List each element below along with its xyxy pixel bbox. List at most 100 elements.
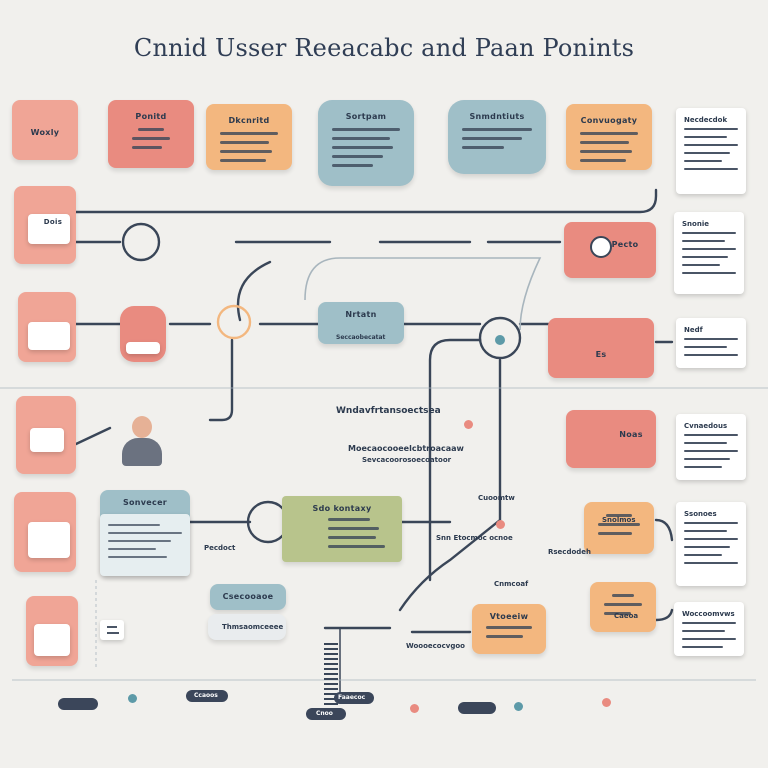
connector-right-2 [654,518,674,542]
node-sdo-kontaxy-label: Sdo kontaxy [312,504,372,513]
hanging-stack [324,640,338,710]
node-sonvecer-label: Sonvecer [122,498,168,507]
center-desc-1: Moecaocooeelcbtroacaaw [348,444,464,453]
annot-cuoomtw: Cuoomtw [478,494,515,502]
node-convuogaty-label: Convuogaty [580,116,638,125]
paper-ssonoes-label: Ssonoes [684,510,717,518]
node-sdo-kontaxy: Sdo kontaxy [282,496,402,562]
connector-ring-1 [121,222,161,262]
node-center-coral-card [126,342,160,354]
card-orange-1 [584,502,654,554]
bottom-dot-coral-1 [410,704,419,713]
node-dkcnritd-label: Dkcnritd [228,116,270,125]
connector-ring-3 [478,316,522,360]
node-sonvecer-card [100,514,190,576]
card-es-label: Es [595,350,607,359]
avatar [118,408,166,466]
node-left-3 [18,292,76,362]
node-ponitd-label: Ponitd [135,112,167,121]
orange-2-label: Snolmos [602,516,636,524]
node-thmsaomceeee-label: Thmsaomceeee [222,623,284,631]
paper-snonie: Snonie [674,212,744,294]
card-orange-2 [590,582,656,632]
node-thmsaomceeee: Thmsaomceeee [208,614,286,640]
node-nrtatn: Nrtatn Seccaobecatat [318,302,404,344]
node-dkcnritd: Dkcnritd [206,104,292,170]
bottom-pill-3 [334,692,374,704]
connector-row-3 [74,426,112,446]
connector-top-arc [236,260,272,322]
node-left-4 [16,396,76,474]
node-left-3-card [28,322,70,350]
node-left-5 [14,492,76,572]
node-left-2: Dois [14,186,76,264]
bottom-label-1: Ccaoos [194,692,218,699]
bottom-dot-teal [128,694,137,703]
node-sortpam-label: Sortpam [345,112,387,121]
node-woxly-label: Woxly [30,128,60,137]
card-pecto: Pecto [564,222,656,278]
annot-snn: Snn Etocmoc ocnoe [436,534,513,542]
accent-dot-1 [464,420,473,429]
connector-center-curve [428,338,482,582]
node-center-coral [120,306,166,362]
card-noas: Noas [566,410,656,468]
node-snmdntiuts: Snmdntiuts [448,100,546,174]
connector-right-3 [654,608,674,622]
bottom-label-2: Faaecoc [338,694,366,701]
connector-lower-3 [398,358,502,612]
node-left-6 [26,596,78,666]
avatar-body [122,438,162,466]
orange-3-label: Caeoa [614,612,639,620]
avatar-head [132,416,152,438]
bottom-label-3: Cnoo [316,710,333,717]
node-snmdntiuts-label: Snmdntiuts [469,112,525,121]
node-nrtatn-label: Nrtatn [345,310,377,319]
paper-nedf-label: Nedf [684,326,703,334]
node-csecooaoe: Csecooaoe [210,584,286,610]
mini-card [100,620,124,640]
card-pecto-label: Pecto [611,240,639,249]
bottom-pill-5 [458,702,496,714]
node-left-6-card [34,624,70,656]
paper-cvnaedous: Cvnaedous [676,414,746,480]
card-pecto-icon [590,236,612,258]
node-vtoeeiw: Vtoeeiw [472,604,546,654]
bottom-dot-coral-2 [602,698,611,707]
node-left-2-label: Dois [43,218,63,226]
node-left-4-card [30,428,64,452]
paper-nedf: Nedf [676,318,746,368]
card-es: Es [548,318,654,378]
node-ponitd: Ponitd [108,100,194,168]
node-convuogaty: Convuogaty [566,104,652,170]
paper-snonie-label: Snonie [682,220,709,228]
annot-rsecdodeh: Rsecdodeh [548,548,592,556]
connector-dot-teal [495,335,505,345]
node-vtoeeiw-label: Vtoeeiw [489,612,529,621]
node-left-5-card [28,522,70,558]
connector-top-bus [74,188,658,214]
paper-necdecdok-label: Necdecdok [684,116,728,124]
paper-woccoomvws: Woccoomvws [674,602,744,656]
node-nrtatn-sub: Seccaobecatat [336,334,386,341]
annot-pecdoct: Pecdoct [204,544,236,552]
connector-ring-orange [216,304,252,340]
center-desc-2: Sevcacoorosoecoatoor [362,456,452,464]
card-noas-label: Noas [619,430,643,439]
paper-necdecdok: Necdecdok [676,108,746,194]
bottom-pill-2 [186,690,228,702]
node-csecooaoe-label: Csecooaoe [222,592,274,601]
bottom-pill-4 [306,708,346,720]
annot-cnmcoaf: Cnmcoaf [494,580,529,588]
accent-dot-2 [496,520,505,529]
paper-woccoomvws-label: Woccoomvws [682,610,735,618]
connector-mid-vertical [208,338,234,422]
bottom-pill-1 [58,698,98,710]
annot-woooecocvgoo: Woooecocvgoo [406,642,465,650]
node-woxly: Woxly [12,100,78,160]
connector-bracket [304,257,542,331]
node-sortpam: Sortpam [318,100,414,186]
node-sonvecer: Sonvecer [100,490,190,576]
paper-ssonoes: Ssonoes [676,502,746,586]
